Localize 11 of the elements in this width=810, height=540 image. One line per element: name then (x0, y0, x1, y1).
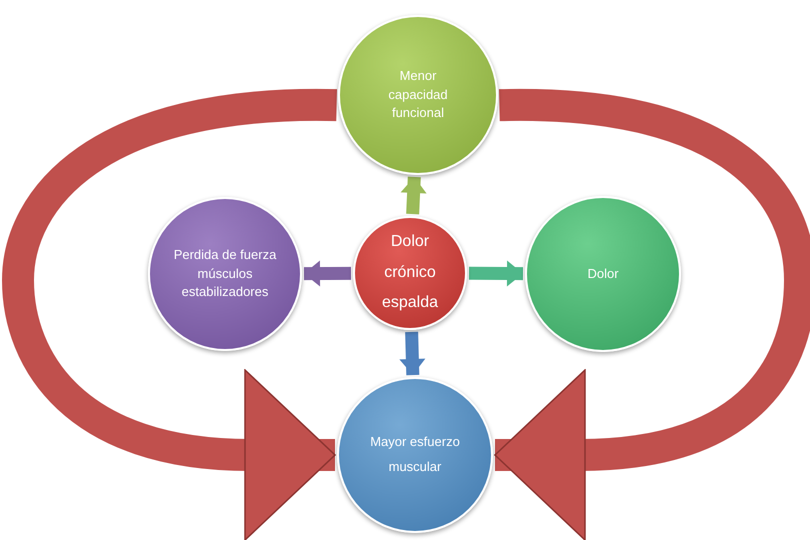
block-arrow (468, 260, 524, 286)
block-arrow (399, 332, 426, 376)
node-label: Dolor crónico espalda (380, 232, 440, 314)
node-label: Menor capacidad funcional (387, 66, 449, 122)
curved-arrow (2, 89, 337, 540)
curved-arrow (494, 89, 810, 540)
node-label: Mayor esfuerzo muscular (369, 433, 461, 476)
block-arrow (400, 176, 427, 214)
node-label: Perdida de fuerza músculos estabilizadores (172, 246, 278, 302)
node-label: Dolor (587, 264, 619, 283)
block-arrow (304, 260, 352, 286)
